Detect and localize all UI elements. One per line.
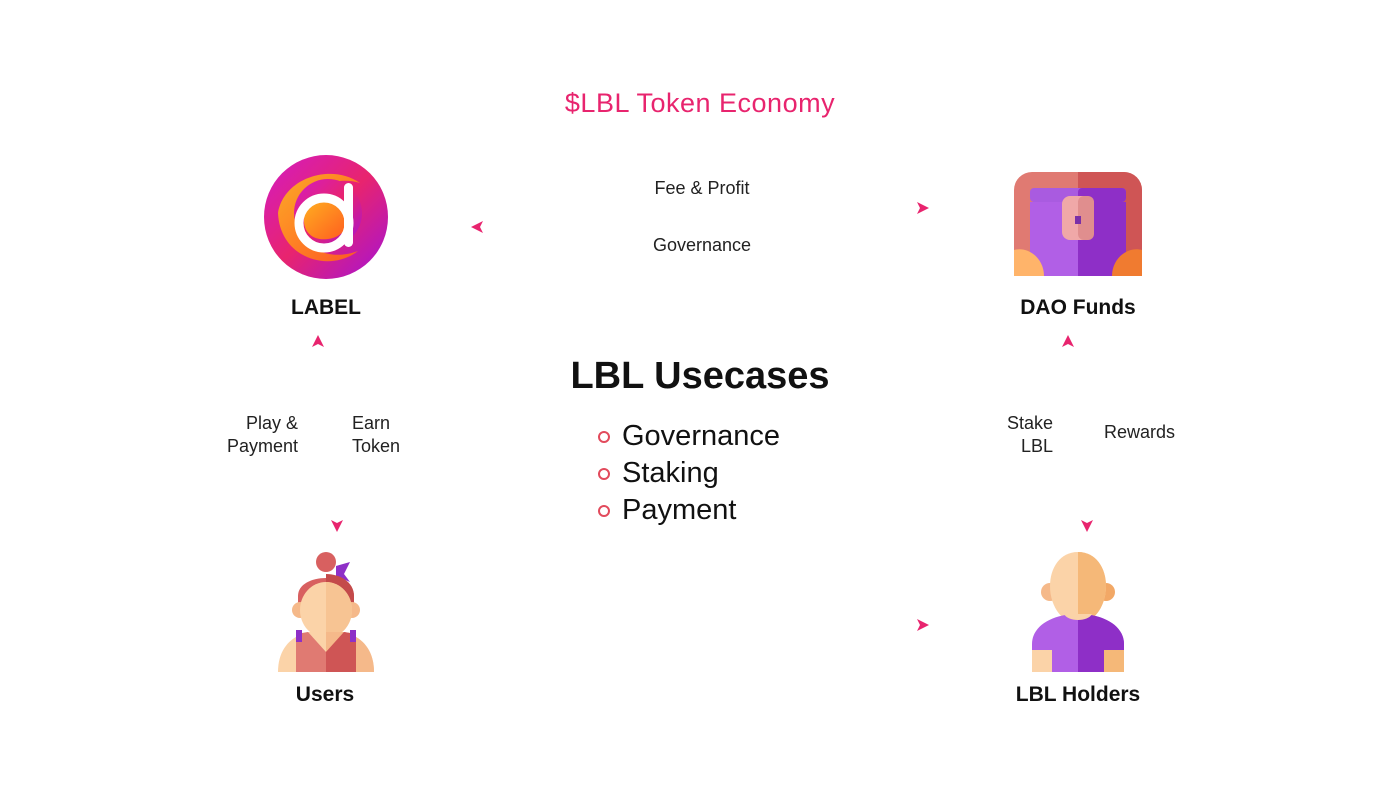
arrow-earn-token [331,335,343,532]
diagram-title: $LBL Token Economy [564,88,836,118]
arrow-rewards [1081,335,1093,532]
node-users-title: Users [295,683,355,706]
arrow-fee-profit [471,202,929,214]
edge-label-rewards: Rewards [1104,422,1176,442]
node-dao-funds-title: DAO Funds [1020,296,1136,319]
bullet-circle-icon [598,467,610,480]
arrow-governance [471,221,929,233]
arrow-play-payment [312,335,324,532]
usecase-item-label: Payment [622,494,737,526]
usecase-item: Governance [598,418,780,455]
usecases-heading: LBL Usecases [570,355,830,397]
edge-label-play-payment-line2: Payment [226,436,298,456]
usecase-item-label: Staking [622,457,719,489]
edge-label-governance: Governance [652,235,752,255]
edge-label-play-payment: Play & Payment [198,412,298,458]
bullet-circle-icon [598,504,610,517]
node-lbl-holders-title: LBL Holders [1015,683,1141,706]
edge-label-earn-token-line1: Earn [352,413,391,433]
label-logo-icon [264,155,388,279]
usecases-list: Governance Staking Payment [598,418,780,529]
edge-label-earn-token-line2: Token [352,436,401,456]
edge-label-earn-token: Earn Token [352,412,452,458]
node-label-title: LABEL [291,296,361,319]
edge-label-fee-profit: Fee & Profit [654,178,750,198]
bullet-circle-icon [598,430,610,443]
usecase-item: Staking [598,455,780,492]
edge-label-stake-lbl: Stake LBL [953,412,1053,458]
usecase-item-label: Governance [622,420,780,452]
edge-label-stake-lbl-line1: Stake [1006,413,1053,433]
edge-label-stake-lbl-line2: LBL [1020,436,1053,456]
arrow-users-to-holders [471,619,929,631]
treasure-chest-icon [1014,172,1142,276]
bald-person-icon [1032,552,1124,672]
woman-user-icon [278,552,374,672]
arrow-stake-lbl [1062,335,1074,532]
usecase-item: Payment [598,492,780,529]
edge-label-play-payment-line1: Play & [245,413,298,433]
